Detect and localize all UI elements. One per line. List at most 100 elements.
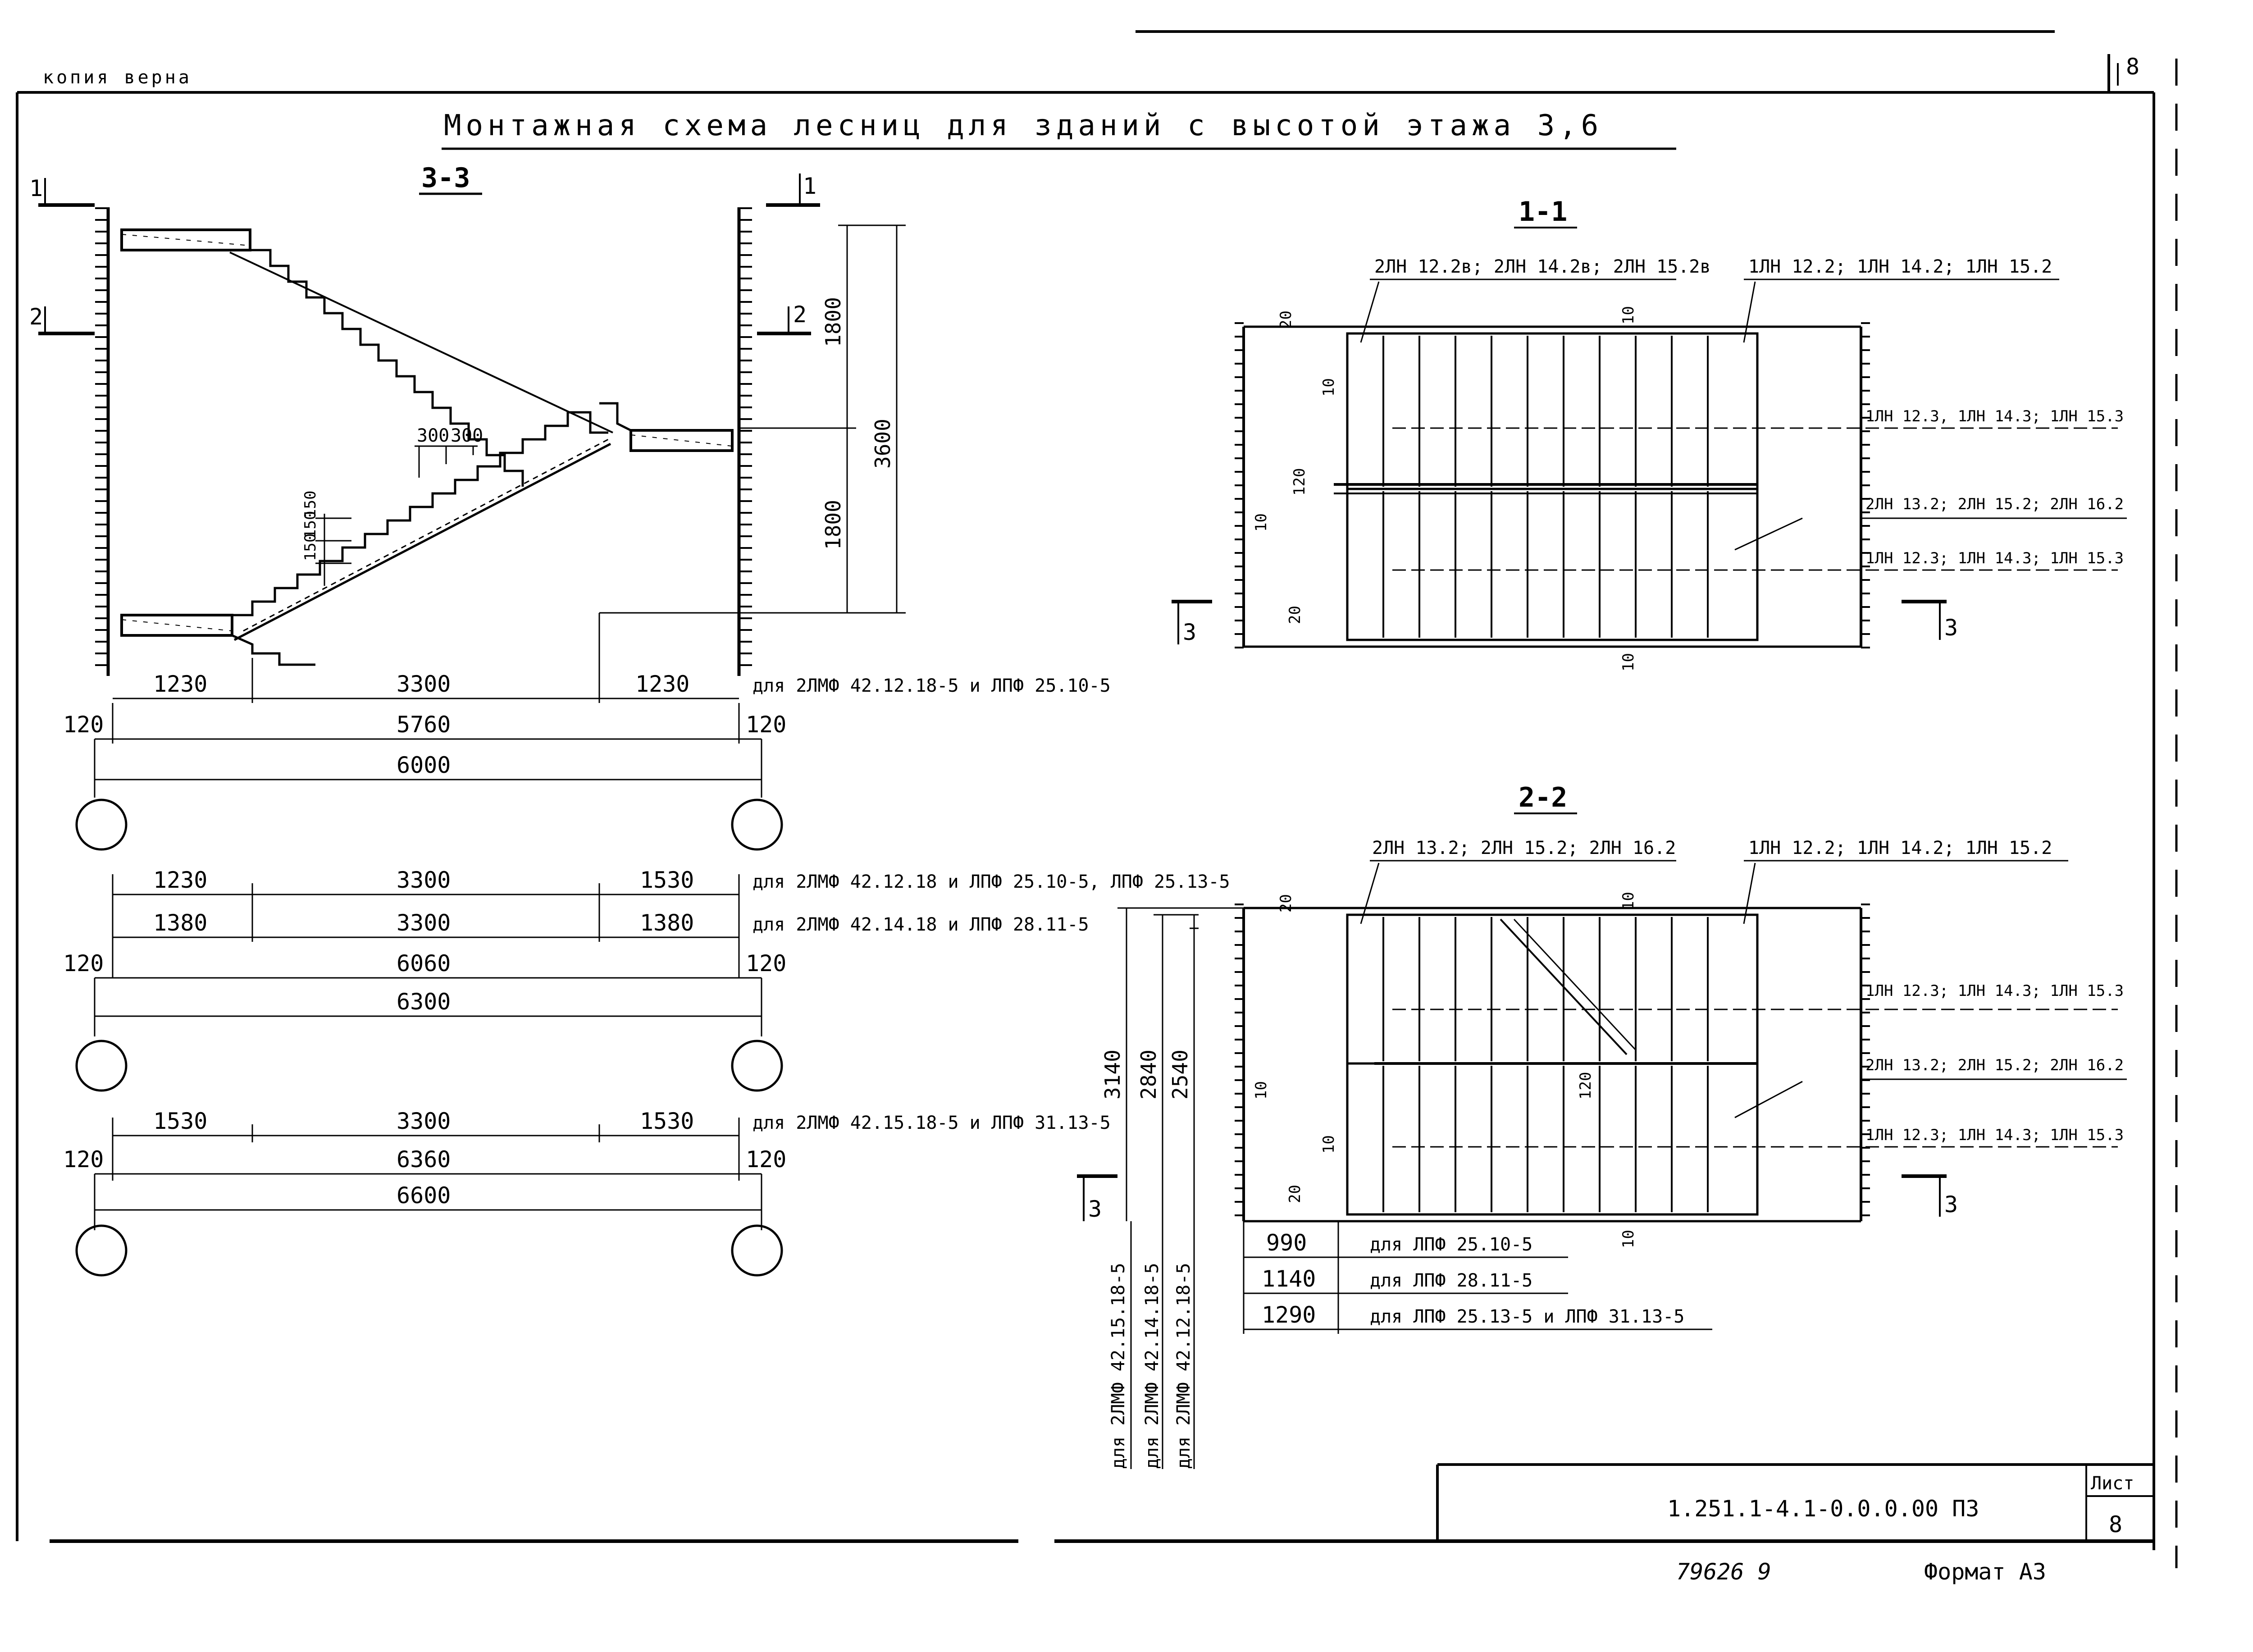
plan-1-1-cut-left: 3 [1183,619,1196,645]
stamp-text: копия верна [43,67,192,88]
plan-2-2-dim-d: 120 [1577,1072,1595,1100]
svg-text:1: 1 [29,175,43,201]
dim-6000-top-note: для 2ЛМФ 42.12.18-5 и ЛПФ 25.10-5 [753,675,1111,696]
dim-6000-mid-3: 120 [746,712,786,738]
plan-2-2-vnote-2: для 2ЛМФ 42.14.18-5 [1142,1263,1163,1469]
dim-6000-mid-2: 5760 [397,712,451,738]
svg-text:1: 1 [803,173,816,199]
plan-2-2-callout-r2: 2ЛН 13.2; 2ЛН 15.2; 2ЛН 16.2 [1865,1056,2124,1074]
plan-1-1-callout-r3: 1ЛН 12.3; 1ЛН 14.3; 1ЛН 15.3 [1865,549,2124,567]
plan-2-2-dim-e: 10 [1320,1135,1338,1154]
plan-2-2-vdim-1: 3140 [1100,1050,1125,1100]
dim-6000-top-3: 1230 [635,671,689,697]
svg-text:2: 2 [29,304,43,330]
riser-dim-1: 150 [301,511,319,538]
sheet-frame [16,30,2178,1568]
dim-6300-total: 6300 [397,989,451,1015]
plan-1-1-dim-d: 120 [1291,468,1309,496]
dim-group-6600: 1530 3300 1530 для 2ЛМФ 42.15.18-5 и ЛПФ… [63,1108,1111,1277]
dim-group-6000: 1230 3300 1230 для 2ЛМФ 42.12.18-5 и ЛПФ… [63,613,1111,851]
dim-6300-r2-note: для 2ЛМФ 42.14.18 и ЛПФ 28.11-5 [753,914,1089,935]
sheet-number: 8 [2109,1511,2122,1538]
dim-6000-top-1: 1230 [153,671,207,697]
plan-2-2-dim-f: 20 [1286,1185,1304,1203]
top-sheet-number: 8 [2126,54,2139,80]
riser-dim-3: 150 [301,534,319,561]
plan-1-1-callout-left-top: 2ЛН 12.2в; 2ЛН 14.2в; 2ЛН 15.2в [1374,256,1711,277]
sheet-label: Лист [2091,1473,2134,1494]
tread-dim-2: 300 [451,425,483,446]
plan-1-1-dim-c: 10 [1320,378,1338,397]
height-dim-total: 3600 [871,419,895,469]
cut-marker-1-right: 1 [766,173,820,207]
dim-6300-r1-3: 1530 [640,867,694,893]
section-3-3-label: 3-3 [421,162,470,194]
dim-6600-mid-3: 120 [746,1146,786,1173]
page-title: Монтажная схема лесниц для зданий с высо… [444,109,1603,142]
plan-1-1-cut-right: 3 [1944,615,1958,641]
format-label: Формат А3 [1924,1559,2046,1585]
plan-2-2: 2-2 2ЛН 13.2; 2ЛН 15.2; 2ЛН 16.2 [1077,782,2127,1469]
inventory-number: 79626 9 [1676,1559,1771,1585]
plan-2-2-label: 2-2 [1519,782,1567,813]
plan-2-2-vdim-2: 2840 [1136,1050,1161,1100]
dim-6300-r2-3: 1380 [640,910,694,936]
dim-6300-mid-1: 120 [63,950,104,977]
plan-1-1-callout-r2: 2ЛН 13.2; 2ЛН 15.2; 2ЛН 16.2 [1865,495,2124,513]
dim-6300-mid-3: 120 [746,950,786,977]
plan-2-2-callout-right-top: 1ЛН 12.2; 1ЛН 14.2; 1ЛН 15.2 [1748,838,2052,858]
dim-6600-top-3: 1530 [640,1108,694,1134]
dim-6600-mid-1: 120 [63,1146,104,1173]
plan-1-1-dim-b: 10 [1619,306,1637,324]
dim-6300-r1-1: 1230 [153,867,207,893]
dim-6600-top-note: для 2ЛМФ 42.15.18-5 и ЛПФ 31.13-5 [753,1113,1111,1133]
dim-6600-top-2: 3300 [397,1108,451,1134]
plan-2-2-row1-dim: 990 [1266,1230,1307,1256]
height-dim-upper: 1800 [821,297,845,347]
title-block: 1.251.1-4.1-0.0.0.00 ПЗ Лист 8 79626 9 Ф… [1436,1463,2154,1585]
height-dim-lower: 1800 [821,500,845,550]
plan-2-2-callout-left-top: 2ЛН 13.2; 2ЛН 15.2; 2ЛН 16.2 [1372,838,1676,858]
dim-6300-r2-1: 1380 [153,910,207,936]
dim-6000-mid-1: 120 [63,712,104,738]
plan-2-2-row3-dim: 1290 [1262,1302,1316,1328]
dim-6600-mid-2: 6360 [397,1146,451,1173]
plan-2-2-row2-note: для ЛПФ 28.11-5 [1370,1270,1532,1291]
plan-2-2-vnote-3: для 2ЛМФ 42.12.18-5 [1173,1263,1194,1469]
plan-2-2-dim-c: 10 [1252,1081,1270,1100]
dim-6300-r1-note: для 2ЛМФ 42.12.18 и ЛПФ 25.10-5, ЛПФ 25.… [753,872,1230,892]
plan-1-1-dim-g: 10 [1619,653,1637,671]
plan-2-2-callout-r3: 1ЛН 12.3; 1ЛН 14.3; 1ЛН 15.3 [1865,1126,2124,1144]
plan-2-2-dim-g: 10 [1619,1230,1637,1248]
dim-6000-top-2: 3300 [397,671,451,697]
plan-1-1-dim-f: 20 [1286,606,1304,624]
doc-code: 1.251.1-4.1-0.0.0.00 ПЗ [1667,1496,1979,1522]
plan-1-1-dim-a: 20 [1277,310,1295,329]
plan-1-1: 1-1 2ЛН 12.2в; 2ЛН 14.2в; 2ЛН 1 [1172,196,2127,671]
cut-marker-1-left: 1 [29,175,95,207]
plan-2-2-cut-left: 3 [1088,1196,1102,1222]
plan-2-2-row2-dim: 1140 [1262,1266,1316,1292]
dim-6000-total: 6000 [397,752,451,778]
plan-2-2-callout-r1: 1ЛН 12.3; 1ЛН 14.3; 1ЛН 15.3 [1865,982,2124,1000]
plan-1-1-callout-right-top: 1ЛН 12.2; 1ЛН 14.2; 1ЛН 15.2 [1748,256,2052,277]
plan-2-2-vnote-1: для 2ЛМФ 42.15.18-5 [1108,1263,1129,1469]
plan-2-2-dim-b: 10 [1619,892,1637,910]
plan-1-1-callout-r1: 1ЛН 12.3, 1ЛН 14.3; 1ЛН 15.3 [1865,407,2124,425]
dim-6600-top-1: 1530 [153,1108,207,1134]
cut-marker-2-right: 2 [757,301,811,335]
dim-group-6300: 1230 3300 1530 для 2ЛМФ 42.12.18 и ЛПФ 2… [63,867,1230,1092]
plan-2-2-vdim-3: 2540 [1168,1050,1192,1100]
plan-1-1-dim-e: 10 [1252,513,1270,532]
dim-6300-r1-2: 3300 [397,867,451,893]
plan-2-2-cut-right: 3 [1944,1191,1958,1218]
dim-6600-total: 6600 [397,1182,451,1209]
tread-dim-1: 300 [417,425,449,446]
plan-1-1-label: 1-1 [1519,196,1567,228]
plan-2-2-row1-note: для ЛПФ 25.10-5 [1370,1234,1532,1255]
riser-dim-2: 150 [301,491,319,518]
cut-marker-2-left: 2 [29,304,95,335]
plan-2-2-row3-note: для ЛПФ 25.13-5 и ЛПФ 31.13-5 [1370,1306,1684,1327]
section-3-3: 3-3 1 2 1 2 [29,162,906,676]
